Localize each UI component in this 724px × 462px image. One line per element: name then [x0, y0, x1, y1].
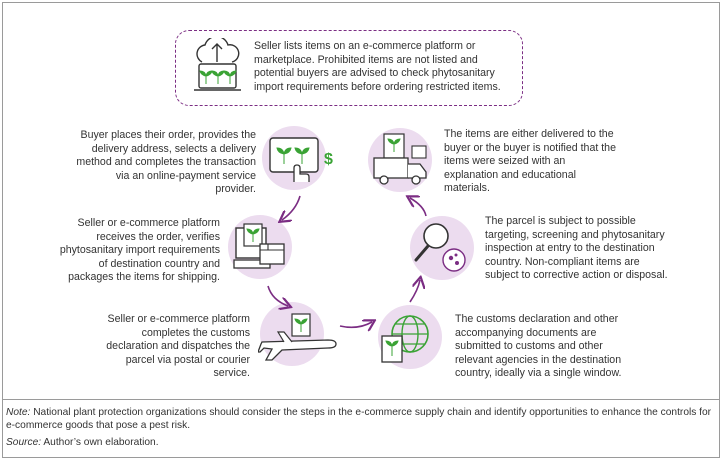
tablet-purchase-icon: $ [266, 134, 338, 184]
globe-document-icon [378, 312, 434, 366]
computer-package-icon [232, 222, 288, 276]
step-list-box [175, 30, 523, 106]
step-deliver-text: The items are either delivered to the bu… [444, 128, 616, 195]
airplane-parcel-icon [257, 312, 338, 362]
step-dispatch-text: Seller or e-commerce platform completes … [106, 313, 250, 380]
cloud-upload-laptop-icon [190, 35, 246, 96]
step-customs-text: The customs declaration and other accomp… [455, 313, 622, 380]
figure-source: Source: Author’s own elaboration. [6, 436, 712, 449]
step-inspect-text: The parcel is subject to possible target… [485, 215, 668, 282]
step-receive-text: Seller or e-commerce platform receives t… [59, 217, 220, 284]
step-list-text: Seller lists items on an e-commerce plat… [254, 40, 501, 93]
source-text: Author’s own elaboration. [41, 437, 159, 448]
magnifier-pest-icon [412, 218, 472, 278]
footer-divider [3, 399, 719, 400]
note-text: National plant protection organizations … [6, 407, 712, 431]
delivery-truck-icon [370, 130, 432, 190]
svg-text:$: $ [324, 151, 333, 168]
figure-frame [2, 2, 720, 458]
step-order-text: Buyer places their order, provides the d… [76, 129, 256, 196]
figure-note: Note: National plant protection organiza… [6, 406, 712, 432]
note-label: Note: [6, 407, 31, 418]
source-label: Source: [6, 437, 42, 448]
